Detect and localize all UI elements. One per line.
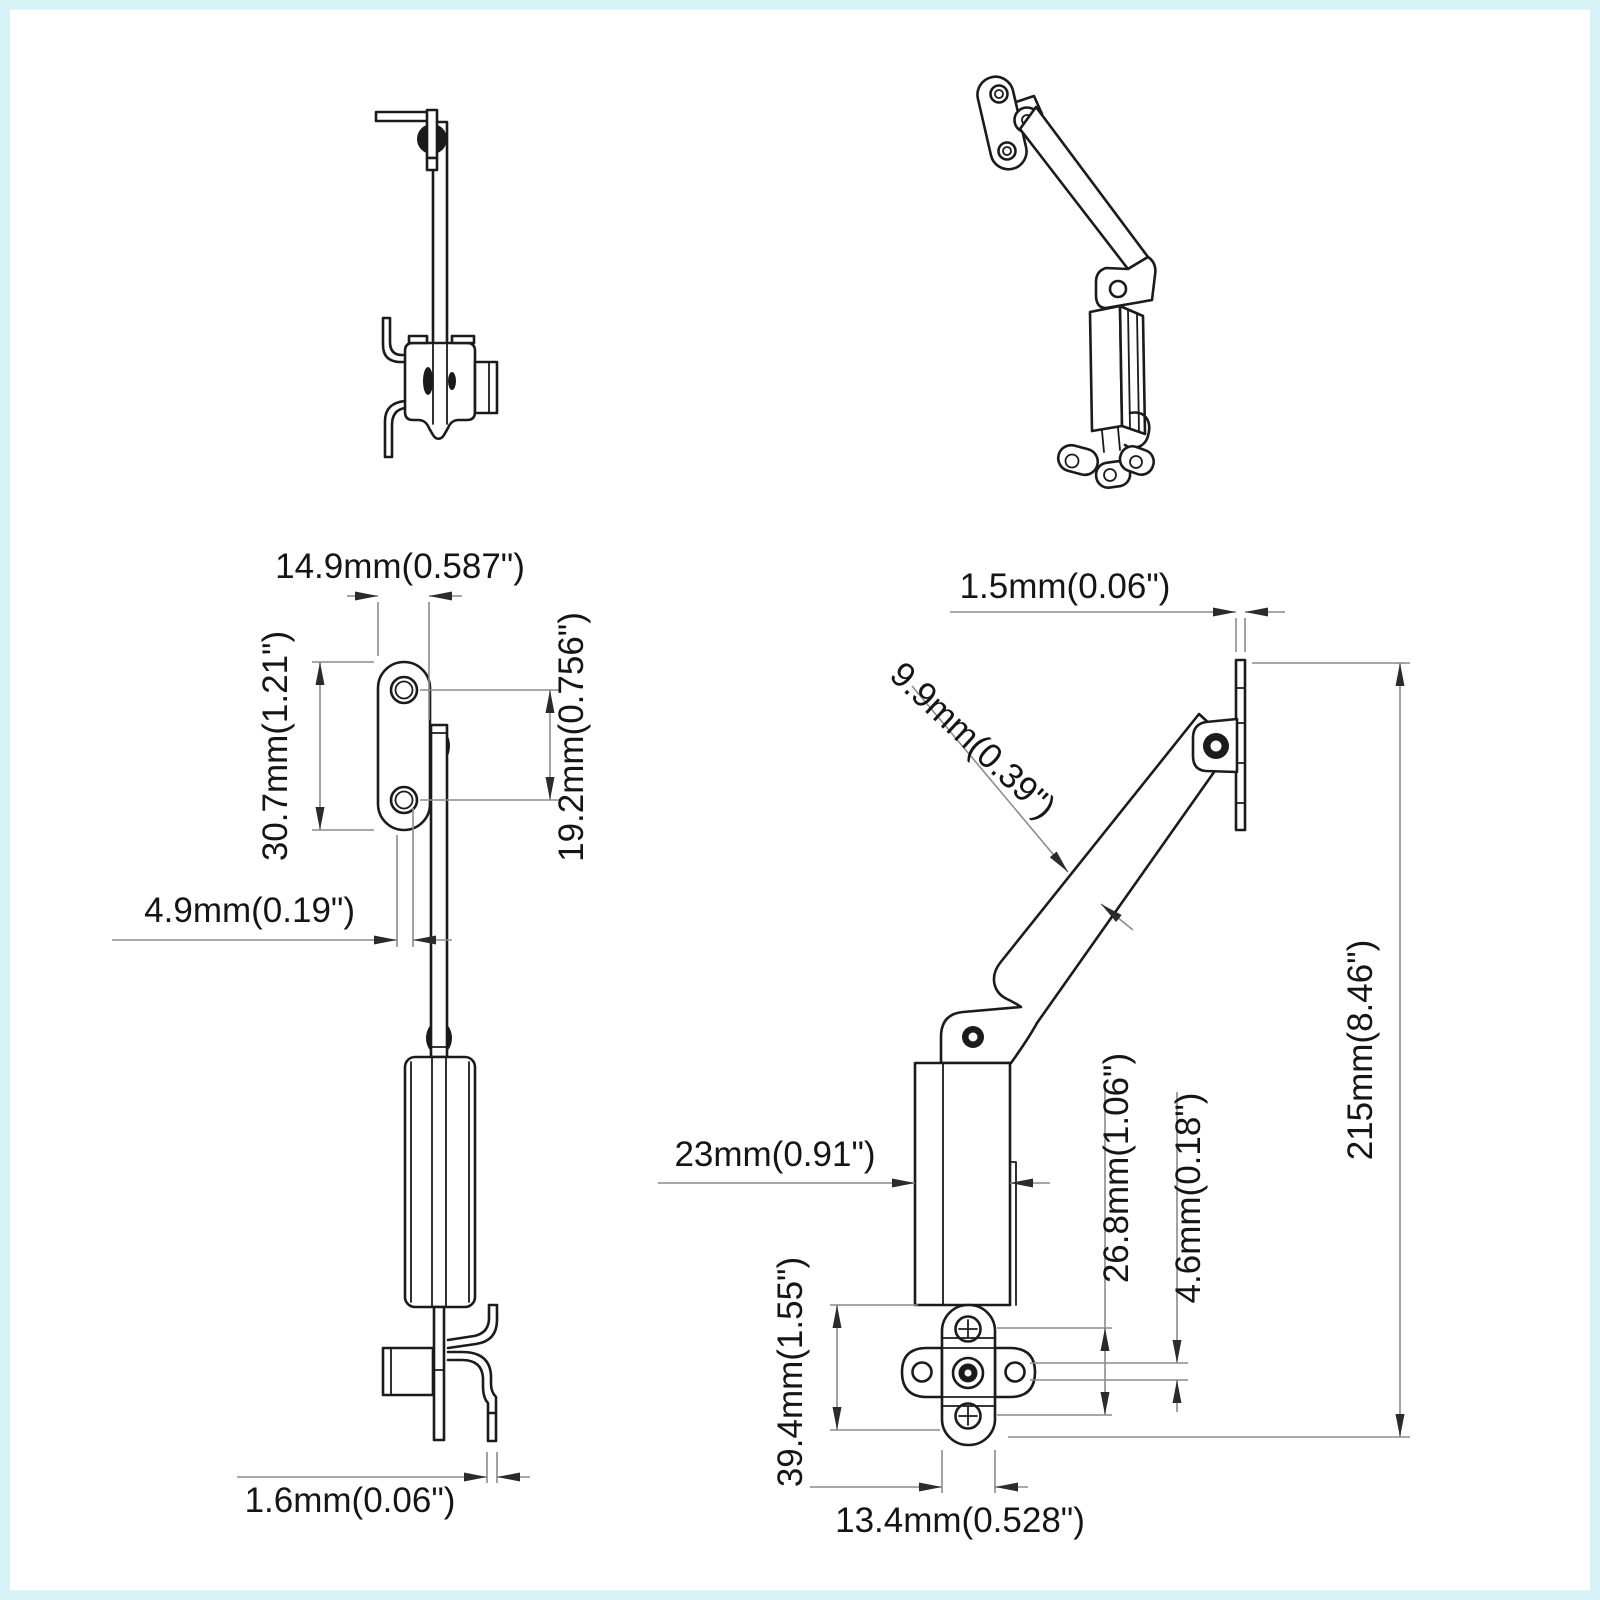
dim-foot-width: 13.4mm(0.528") [810,1450,1085,1540]
damper-body-front [403,1055,477,1309]
iso-foot-right [1118,444,1155,476]
plate-hole-top-inner [394,680,414,700]
plate-hole-bottom [389,785,419,815]
damper-body-side-lines [942,1062,1017,1306]
damper-body-side [913,1061,1012,1307]
head-screw-hole [968,1032,978,1042]
dim-screw-spacing-label: 26.8mm(1.06") [1097,1053,1136,1283]
iso-elbow-hole [1108,279,1128,299]
plate-hole-bottom-inner [394,790,414,810]
pivot-plate [425,108,439,160]
iso-foot-left-hole [1064,453,1080,469]
pivot-boss-hole [1210,740,1222,752]
damper-body-lines [410,1056,470,1308]
dim-body-width-label: 23mm(0.91") [674,1135,875,1174]
iso-arm [1018,105,1150,271]
bracket-hook-upper [446,1303,499,1350]
dim-body-width: 23mm(0.91") [658,1135,1050,1188]
block-tab-right [450,334,476,345]
damper-pin-left [423,367,433,395]
dim-plate-offset: 4.9mm(0.19") [112,808,452,947]
damper-pin-right [448,372,456,390]
dim-bracket-height-label: 39.4mm(1.55") [771,1257,810,1487]
view-open-side: 1.5mm(0.06") 9.9mm(0.39") 23mm(0.91") 26… [658,567,1410,1540]
view-isometric [976,75,1157,489]
dim-plate-height: 30.7mm(1.21") [256,631,374,861]
dim-hole-spacing-label: 19.2mm(0.756") [552,612,591,862]
block-tab-left [407,334,429,345]
bar-caps [430,732,448,1048]
hook-top [381,316,407,364]
mount-plate [376,660,432,832]
lobe-hole-right [1004,1361,1026,1383]
hook-bottom [383,399,407,459]
dim-plate-offset-label: 4.9mm(0.19") [144,891,355,930]
iso-body-front [1088,304,1124,433]
screw-top [954,1315,982,1343]
dim-bracket-height: 39.4mm(1.55") [771,1257,940,1487]
view-front-folded: 14.9mm(0.587") 30.7mm(1.21") 19.2mm(0.75… [112,547,591,1520]
iso-body-stub [1101,427,1121,453]
dim-wall-plate-thickness: 1.5mm(0.06") [950,567,1285,652]
side-block [473,360,499,415]
dim-bracket-thickness-label: 1.6mm(0.06") [245,1481,456,1520]
dim-hole-offset-label: 4.6mm(0.18") [1169,1093,1208,1304]
dim-plate-width: 14.9mm(0.587") [275,547,525,720]
screw-bottom-cross [958,1406,978,1426]
screw-bottom [954,1402,982,1430]
dim-screw-spacing: 26.8mm(1.06") [997,1053,1136,1416]
iso-foot-right-hole [1129,455,1143,469]
bracket-lobe-right [993,1346,1037,1399]
pivot-tab [425,156,439,172]
center-pin-outer [951,1356,985,1390]
lower-bar [432,1305,446,1442]
iso-hole-bottom [997,141,1017,161]
bracket-hook-lower [446,1350,498,1443]
center-pin-hole [964,1369,972,1377]
dim-overall-height-label: 215mm(8.46") [1341,940,1380,1161]
iso-hole-top [989,84,1009,104]
lobe-hole-left [911,1361,933,1383]
dim-arm-thickness-label: 9.9mm(0.39") [882,654,1063,826]
damper-block [403,341,477,441]
lid-plate-edge [374,110,430,123]
dim-overall-height: 215mm(8.46") [1008,662,1410,1438]
dim-hole-offset: 4.6mm(0.18") [1030,1092,1208,1412]
dim-wall-plate-thickness-label: 1.5mm(0.06") [960,567,1171,606]
iso-foot-center-hole [1103,468,1117,482]
dim-plate-height-label: 30.7mm(1.21") [256,631,295,861]
bar-through-block [432,342,448,425]
dim-foot-width-label: 13.4mm(0.528") [835,1501,1085,1540]
bracket-lobe-left [900,1346,944,1399]
plate-hole-top [389,675,419,705]
wall-plate-ticks [1235,687,1246,804]
dim-bracket-thickness: 1.6mm(0.06") [237,1452,530,1520]
view-folded-side [374,108,499,459]
dim-plate-width-label: 14.9mm(0.587") [275,547,525,586]
arm-bar-front [429,723,449,1059]
iso-hole-top-inner [994,89,1004,99]
iso-hole-bottom-inner [1002,146,1012,156]
screw-top-cross [958,1319,978,1339]
iso-elbow-head [1094,255,1157,310]
dim-hole-spacing: 19.2mm(0.756") [420,612,591,862]
